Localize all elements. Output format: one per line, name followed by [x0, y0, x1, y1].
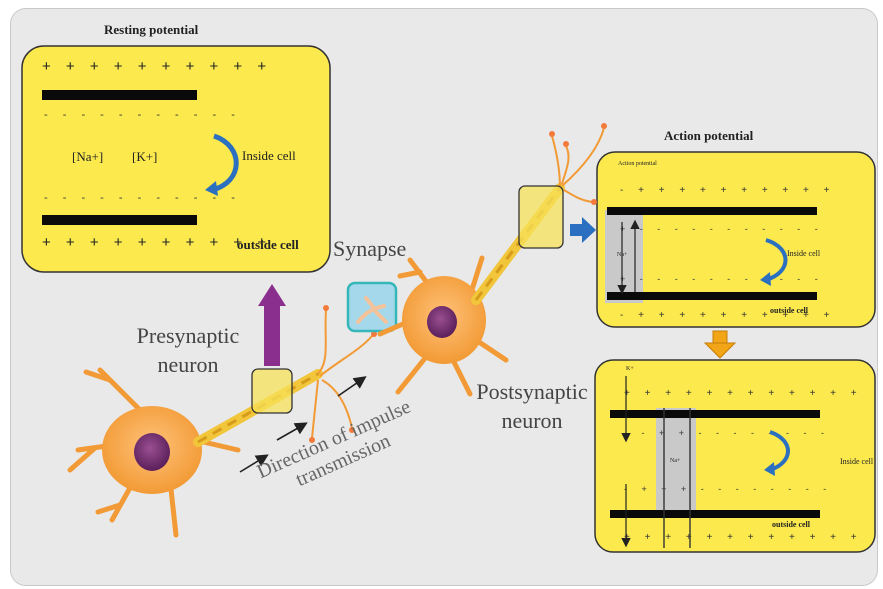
- resting-inside-label: Inside cell: [242, 148, 296, 163]
- presynaptic-neuron-label: Presynaptic neuron: [136, 323, 240, 377]
- action-inside-label: Inside cell: [787, 249, 821, 258]
- bottom-na-label: Na+: [670, 458, 681, 464]
- svg-text:- + + + + + + + + + +: - + + + + + + + + + +: [620, 310, 836, 321]
- repolarization-panel: + + + + + + + + + + + + - - + + - - - - …: [594, 359, 876, 553]
- presynaptic-neuron: [67, 305, 377, 538]
- bottom-inside-label: Inside cell: [840, 457, 874, 466]
- bottom-k-label: K+: [626, 366, 634, 372]
- presynaptic-axon-box: [251, 368, 293, 414]
- resting-membrane-bottom: [42, 215, 197, 225]
- resting-outside-label: outside cell: [237, 237, 299, 252]
- action-potential-small-label: Action potential: [618, 161, 657, 167]
- action-cycle-arrow-icon: [765, 238, 788, 282]
- bottom-cycle-arrow-icon: [769, 430, 790, 472]
- orange-down-arrow-icon: [703, 330, 737, 359]
- svg-text:+ + + + + + + + + + + +: + + + + + + + + + + + +: [624, 388, 863, 399]
- action-outside-label: outside cell: [770, 306, 808, 315]
- synapse-label: Synapse: [333, 236, 407, 261]
- resting-cycle-arrow-icon: [211, 133, 239, 193]
- svg-text:+ - - - - - - - - - - -: + - - - - - - - - - - -: [620, 224, 824, 234]
- resting-top-minus-row: - - - - - - - - - - -: [44, 109, 241, 121]
- postsynaptic-neuron: [377, 123, 607, 397]
- resting-membrane-top: [42, 90, 197, 100]
- postsynaptic-neuron-label: Postsynaptic neuron: [476, 379, 588, 433]
- resting-potential-title: Resting potential: [104, 22, 199, 37]
- blue-right-arrow-icon: [570, 217, 596, 243]
- bottom-membrane-bottom: [610, 510, 820, 518]
- action-potential-title: Action potential: [664, 128, 754, 143]
- resting-bottom-minus-row: - - - - - - - - - - -: [44, 192, 241, 204]
- svg-text:+ + + + + + + + + + + +: + + + + + + + + + + + +: [624, 532, 863, 543]
- resting-potential-panel: + + + + + + + + + + - - - - - - - - - - …: [21, 45, 331, 273]
- purple-up-arrow-icon: [258, 284, 286, 366]
- svg-text:- + + + - - - - - - - -: - + + + - - - - - - - -: [624, 484, 832, 494]
- svg-text:- + + + + + + + + + +: - + + + + + + + + + +: [620, 185, 836, 196]
- resting-na-label: [Na+]: [72, 149, 104, 164]
- resting-top-plus-row: + + + + + + + + + +: [42, 58, 272, 75]
- svg-text:- - + + - - - - - - - -: - - + + - - - - - - - -: [624, 428, 830, 438]
- bottom-outside-label: outside cell: [772, 520, 810, 529]
- resting-bottom-plus-row: + + + + + + + + + +: [42, 234, 272, 251]
- action-na-label: Na+: [617, 252, 628, 258]
- action-potential-panel: - + + + + + + + + + + + - - - - - - - - …: [596, 151, 876, 328]
- action-membrane-bottom: [607, 292, 817, 300]
- direction-arrows: [239, 376, 367, 473]
- resting-k-label: [K+]: [132, 149, 158, 164]
- postsynaptic-axon-box: [518, 185, 564, 249]
- action-membrane-top: [607, 207, 817, 215]
- bottom-membrane-top: [610, 410, 820, 418]
- synapse-box: [346, 281, 398, 333]
- svg-text:+ - - - - - - - - - - -: + - - - - - - - - - - -: [620, 274, 824, 284]
